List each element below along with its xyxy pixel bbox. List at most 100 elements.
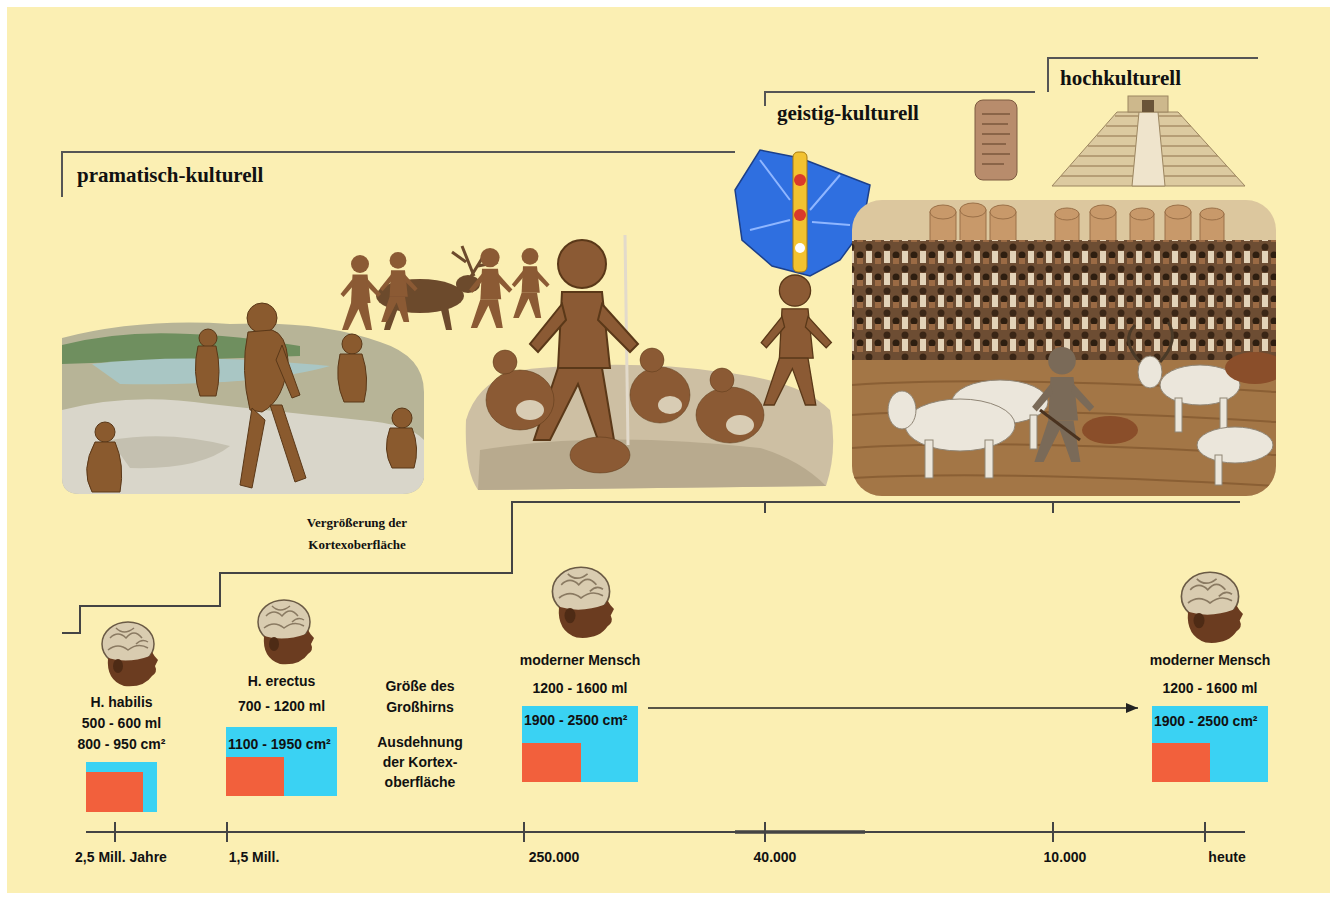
habilis-scene <box>247 303 277 333</box>
habilis-scene <box>199 329 217 347</box>
box-text-area: 1900 - 2500 cm² <box>522 706 638 729</box>
erectus-scene <box>630 367 690 423</box>
brain-size-bar <box>1152 743 1210 782</box>
time-axis <box>86 831 1245 833</box>
box-text-area <box>86 762 157 766</box>
time-label: 2,5 Mill. Jahre <box>51 848 191 866</box>
time-label: 250.000 <box>504 848 604 866</box>
step-pyramid <box>1052 96 1245 186</box>
erectus-scene <box>341 235 834 490</box>
species-header: H. erectus700 - 1200 ml <box>238 669 325 727</box>
time-axis <box>115 822 1205 842</box>
erectus-scene <box>710 368 734 392</box>
blue-ornament <box>735 150 870 276</box>
neolithic-scene <box>1055 208 1079 220</box>
neolithic-scene <box>925 440 933 478</box>
erectus-scene <box>380 252 418 322</box>
erectus-scene <box>341 248 550 330</box>
neolithic-scene <box>1215 455 1222 485</box>
cortex-step-line <box>765 502 1053 513</box>
axis-caption: Ausdehnung der Kortex- oberfläche <box>368 732 472 792</box>
phase-label: geistig-kulturell <box>777 100 919 126</box>
habilis-scene <box>87 303 417 492</box>
neolithic-scene <box>1220 398 1227 432</box>
neolithic-scene <box>960 203 986 217</box>
blue-ornament <box>795 243 805 253</box>
erectus-scene <box>516 396 754 435</box>
neolithic-scene <box>1165 205 1191 219</box>
habilis-scene <box>276 345 300 398</box>
erectus-scene <box>726 415 754 435</box>
erectus-scene <box>696 387 764 443</box>
time-label: 10.000 <box>1015 848 1115 866</box>
phase-bracket <box>62 58 1258 197</box>
erectus-scene <box>658 396 682 414</box>
neolithic-scene <box>1197 427 1273 463</box>
cortex-area: 1900 - 2500 cm² <box>1154 713 1258 730</box>
time-label: 40.000 <box>725 848 825 866</box>
clay-tablet <box>975 100 1017 180</box>
phase-bracket <box>62 152 735 197</box>
habilis-scene <box>270 405 306 482</box>
brain-head-icon <box>552 567 614 638</box>
brain-size-box: moderner Mensch1200 - 1600 ml1900 - 2500… <box>522 706 638 782</box>
neolithic-scene <box>1129 322 1173 362</box>
neolithic-scene <box>852 240 1276 362</box>
brain-size-bar <box>86 772 143 812</box>
erectus-scene <box>640 348 664 372</box>
habilis-scene <box>87 442 122 492</box>
habilis-scene <box>110 436 230 468</box>
cortex-area: 1900 - 2500 cm² <box>524 712 628 729</box>
brain-size-box: H. erectus700 - 1200 ml1100 - 1950 cm² <box>226 727 337 796</box>
erectus-scene <box>516 400 544 420</box>
neolithic-scene <box>985 440 993 478</box>
step-pyramid <box>1132 112 1165 186</box>
step-pyramid <box>1142 100 1154 112</box>
phase-bracket <box>1048 58 1258 92</box>
blue-ornament <box>794 209 806 221</box>
erectus-scene <box>486 240 831 473</box>
cortex-area: 1100 - 1950 cm² <box>228 736 331 753</box>
species-name: moderner Mensch <box>520 646 641 674</box>
erectus-scene <box>493 350 517 374</box>
erectus-scene <box>341 255 382 330</box>
time-label: 1,5 Mill. <box>204 848 304 866</box>
trend-label: Vergrößerung der Kortexoberfläche <box>282 512 432 556</box>
erectus-scene <box>478 439 826 490</box>
blue-ornament <box>794 174 806 186</box>
erectus-scene <box>469 248 512 328</box>
brain-size-bar <box>226 757 284 796</box>
brain-head-icon <box>102 567 1243 686</box>
brain-head-icon <box>1181 572 1243 643</box>
time-axis <box>86 822 1245 842</box>
habilis-scene <box>338 354 367 402</box>
species-name: H. habilis <box>78 692 166 713</box>
background-panel <box>7 7 1330 893</box>
habilis-scene <box>62 323 424 494</box>
time-label: heute <box>1182 848 1272 866</box>
species-name: moderner Mensch <box>1150 646 1271 674</box>
species-header: H. habilis500 - 600 ml800 - 950 cm² <box>78 692 166 762</box>
brain-head-icon <box>102 622 158 686</box>
brain-size-box: moderner Mensch1200 - 1600 ml1900 - 2500… <box>1152 706 1268 782</box>
brain-head-icon <box>258 600 314 664</box>
neolithic-scene <box>1200 208 1224 220</box>
brain-volume: 500 - 600 ml <box>78 713 166 734</box>
blue-ornament <box>735 150 870 276</box>
brain-volume: 700 - 1200 ml <box>238 694 325 719</box>
habilis-scene <box>386 428 416 468</box>
time-arrow <box>648 707 1138 709</box>
neolithic-scene <box>1082 416 1138 444</box>
brain-size-bar <box>522 743 581 782</box>
erectus-scene <box>486 370 554 430</box>
neolithic-scene <box>852 200 1276 496</box>
neolithic-scene <box>905 399 1015 451</box>
cortex-step-line <box>62 502 1240 633</box>
neolithic-scene <box>1040 410 1080 440</box>
habilis-scene <box>195 346 219 396</box>
habilis-scene <box>342 334 362 354</box>
phase-label: hochkulturell <box>1060 65 1181 91</box>
species-header: moderner Mensch1200 - 1600 ml <box>1150 646 1271 706</box>
